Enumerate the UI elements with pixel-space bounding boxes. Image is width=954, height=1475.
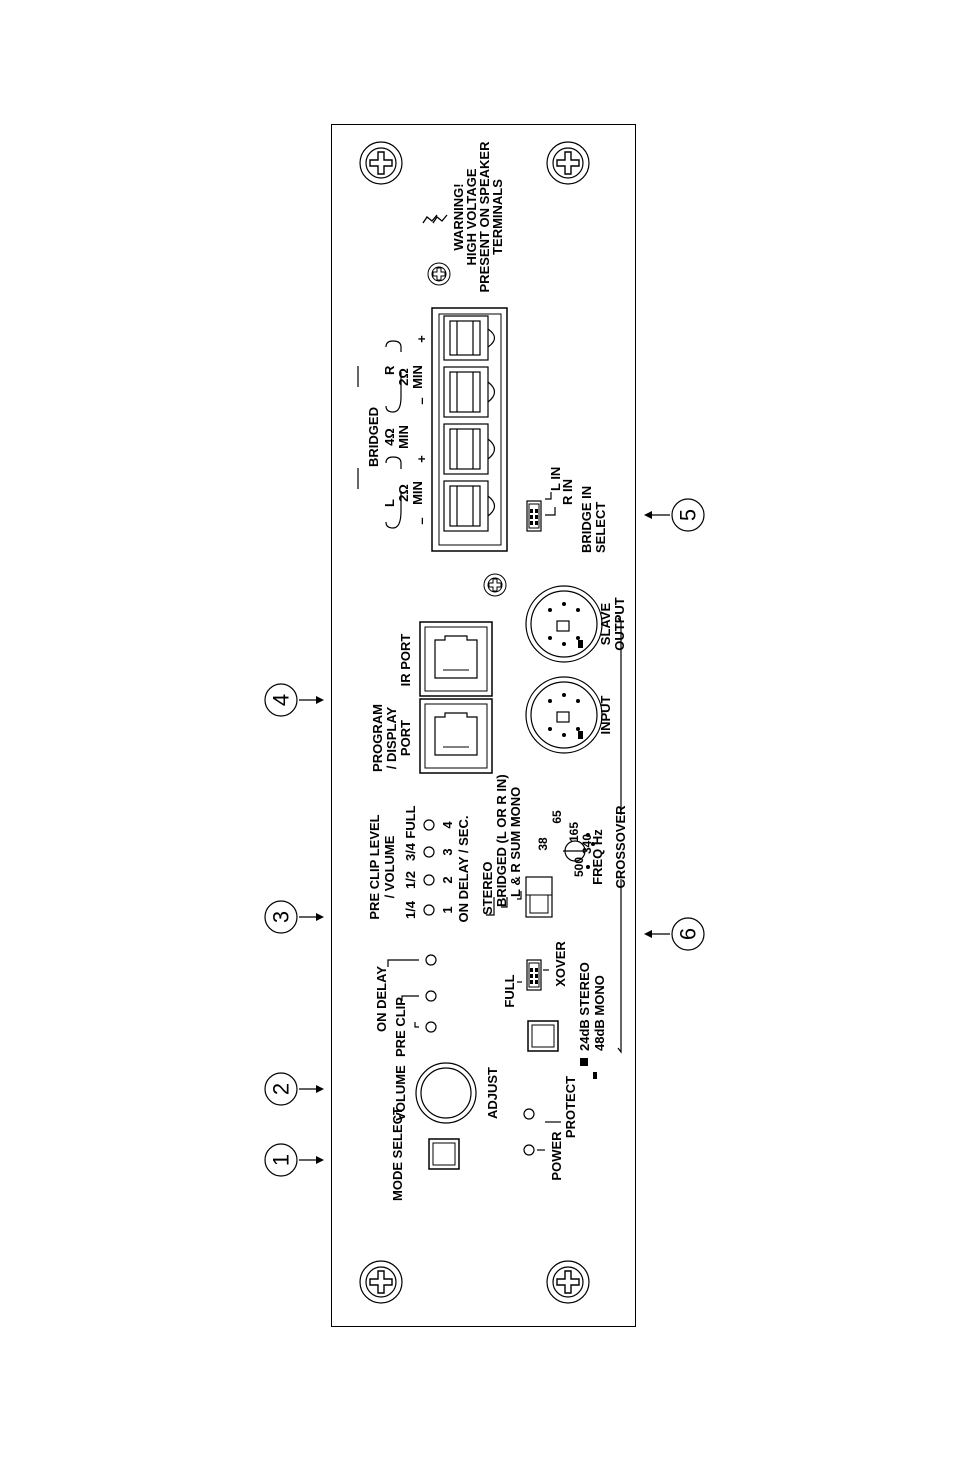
callout-1: 1 <box>264 1143 324 1177</box>
callout-6: 6 <box>644 917 705 951</box>
callout-2: 2 <box>264 1072 324 1106</box>
mounting-screw-icon <box>359 141 403 185</box>
callout-4: 4 <box>264 683 324 717</box>
callout-number: 5 <box>676 509 701 521</box>
volume-knob[interactable] <box>415 1062 477 1124</box>
program-display-port[interactable] <box>419 698 493 774</box>
small-screw-icon <box>483 573 507 597</box>
small-screw-icon <box>427 262 451 286</box>
panel-contents: MODE SELECT POWER PROTECT VOLUME ADJUST … <box>331 124 636 1327</box>
input-mode-switch[interactable] <box>525 876 553 918</box>
freq-rotary-knob[interactable] <box>563 840 587 862</box>
protect-led-icon <box>523 1108 535 1120</box>
mounting-screw-icon <box>359 1260 403 1304</box>
input-din-connector[interactable] <box>525 676 603 754</box>
panel-shapes <box>357 141 622 1304</box>
callout-5: 5 <box>644 498 705 532</box>
full-xover-switch[interactable] <box>526 959 542 991</box>
high-voltage-icon <box>422 214 448 224</box>
slave-output-din-connector[interactable] <box>525 585 603 663</box>
crossover-slope-button[interactable] <box>527 1020 559 1052</box>
on-delay-led-icon <box>425 954 437 966</box>
volume-led-icon <box>425 1021 437 1033</box>
mode-select-button[interactable] <box>428 1138 460 1170</box>
speaker-terminal-block[interactable] <box>431 307 508 552</box>
callout-number: 4 <box>269 694 294 706</box>
mounting-screw-icon <box>546 141 590 185</box>
callout-3: 3 <box>264 900 324 934</box>
ir-port[interactable] <box>419 621 493 697</box>
callout-number: 2 <box>269 1083 294 1095</box>
pre-clip-led-icon <box>425 990 437 1002</box>
callout-number: 6 <box>676 928 701 940</box>
panel-frame <box>331 124 636 1327</box>
bridge-in-select-switch[interactable] <box>526 500 542 532</box>
mounting-screw-icon <box>546 1260 590 1304</box>
callout-number: 1 <box>269 1154 294 1166</box>
power-led-icon <box>523 1144 535 1156</box>
callout-number: 3 <box>269 911 294 923</box>
